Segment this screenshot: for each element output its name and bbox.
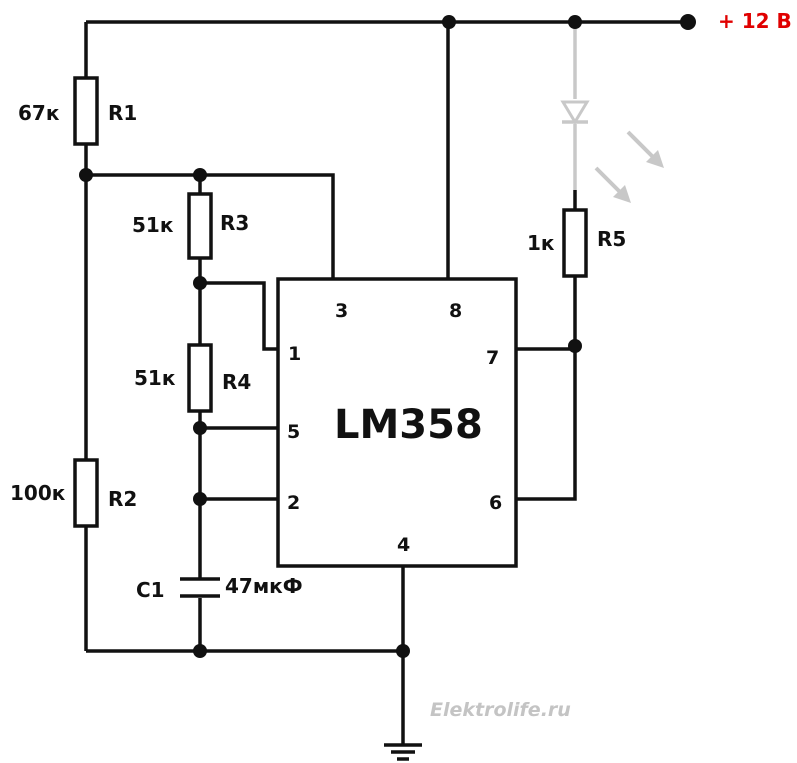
resistor-r2: R2 100к xyxy=(10,458,137,528)
resistor-r3-name: R3 xyxy=(220,211,249,235)
junction-dot xyxy=(193,276,207,290)
led-ray-lower-arrow-icon xyxy=(613,185,631,203)
chip-pin-3: 3 xyxy=(335,300,348,322)
junction-dot xyxy=(193,421,207,435)
resistor-r4: R4 51к xyxy=(134,343,251,413)
resistor-r1-value: 67к xyxy=(18,101,60,125)
chip-label: LM358 xyxy=(334,402,483,448)
chip-pin-2: 2 xyxy=(287,492,300,514)
resistor-r5-name: R5 xyxy=(597,227,626,251)
capacitor-c1-name: C1 xyxy=(136,578,165,602)
led-diode-icon xyxy=(560,100,590,125)
pin1-wire xyxy=(200,281,278,351)
resistor-r5-value: 1к xyxy=(527,231,555,255)
junction-dots xyxy=(79,14,696,658)
resistor-r5-body xyxy=(562,208,588,278)
resistor-r3-body xyxy=(187,192,213,260)
r5-pin6-wire xyxy=(516,276,577,501)
ground-symbol xyxy=(384,743,422,761)
junction-dot xyxy=(442,15,456,29)
chip-pin-1: 1 xyxy=(288,343,301,365)
resistor-r2-value: 100к xyxy=(10,481,66,505)
resistor-r2-name: R2 xyxy=(108,487,137,511)
resistor-r4-name: R4 xyxy=(222,370,251,394)
resistor-r1-name: R1 xyxy=(108,101,137,125)
resistor-r5: R5 1к xyxy=(527,208,626,278)
supply-terminal-dot xyxy=(680,14,696,30)
resistor-r2-body xyxy=(73,458,99,528)
chip-pin-5: 5 xyxy=(287,421,300,443)
resistor-r1-body xyxy=(73,76,99,146)
chip-pin-6: 6 xyxy=(489,492,502,514)
junction-dot xyxy=(568,339,582,353)
chip-pin-4: 4 xyxy=(397,534,410,556)
chip-body xyxy=(276,277,518,568)
chip-lm358: LM358 3 8 1 5 2 4 7 6 xyxy=(276,277,518,568)
led-ray-lower xyxy=(594,166,624,196)
pin3-wire xyxy=(86,173,335,279)
junction-dot xyxy=(193,492,207,506)
resistor-r3-value: 51к xyxy=(132,213,174,237)
resistor-r4-value: 51к xyxy=(134,366,176,390)
chip-pin-8: 8 xyxy=(449,300,462,322)
resistor-r1: R1 67к xyxy=(18,76,137,146)
junction-dot xyxy=(193,168,207,182)
resistor-r4-body xyxy=(187,343,213,413)
led-ray-upper-arrow-icon xyxy=(646,150,664,168)
watermark: Elektrolife.ru xyxy=(430,699,571,721)
led-ray-upper xyxy=(626,130,657,161)
supply-label: + 12 В xyxy=(718,9,792,33)
junction-dot xyxy=(193,644,207,658)
capacitor-c1-value: 47мкФ xyxy=(225,574,303,598)
chip-pin-7: 7 xyxy=(486,347,499,369)
led xyxy=(560,100,664,203)
junction-dot xyxy=(568,15,582,29)
resistor-r3: R3 51к xyxy=(132,192,249,260)
junction-dot xyxy=(79,168,93,182)
capacitor-c1: C1 47мкФ xyxy=(136,574,303,602)
junction-dot xyxy=(396,644,410,658)
